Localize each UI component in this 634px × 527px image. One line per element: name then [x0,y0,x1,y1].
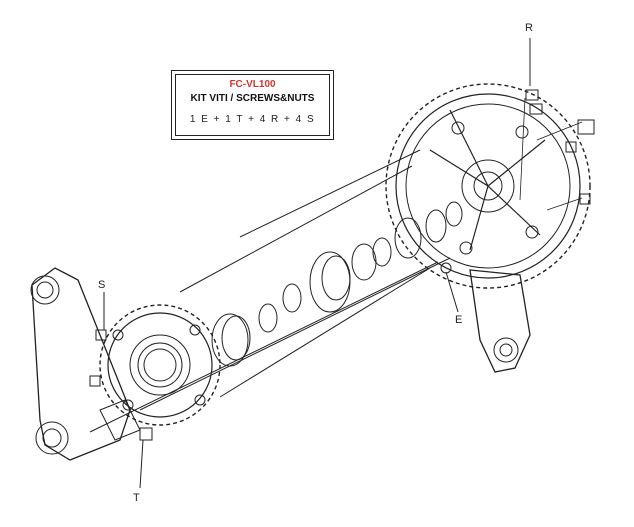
leader-e [445,271,459,313]
callout-r: R [525,22,533,34]
callout-s: S [98,279,106,291]
small-chainring [99,304,221,426]
bolt-axis-r [519,97,526,201]
axis-line-lower [139,257,451,411]
kit-code: FC-VL100 [229,79,276,90]
big-chainring [385,83,591,289]
axis-line-top [239,149,421,238]
bottom-bracket-parts [211,201,463,367]
axis-line-mid [219,267,431,398]
kit-label-inner-border [175,74,330,136]
bolts [89,89,595,441]
leader-t [139,439,144,489]
axis-line-upper [179,165,413,293]
callout-t: T [133,492,140,504]
kit-label-box: FC-VL100 KIT VITI / SCREWS&NUTS 1 E + 1 … [171,70,334,140]
bolt-axis-2 [536,121,583,141]
callout-e: E [455,314,463,326]
kit-title: KIT VITI / SCREWS&NUTS [190,93,315,104]
right-crank-arm [469,269,531,373]
axis-line-crank [89,261,439,433]
kit-formula: 1 E + 1 T + 4 R + 4 S [189,114,316,125]
left-crank-arm [30,267,141,461]
bolt-axis-3 [546,197,583,211]
